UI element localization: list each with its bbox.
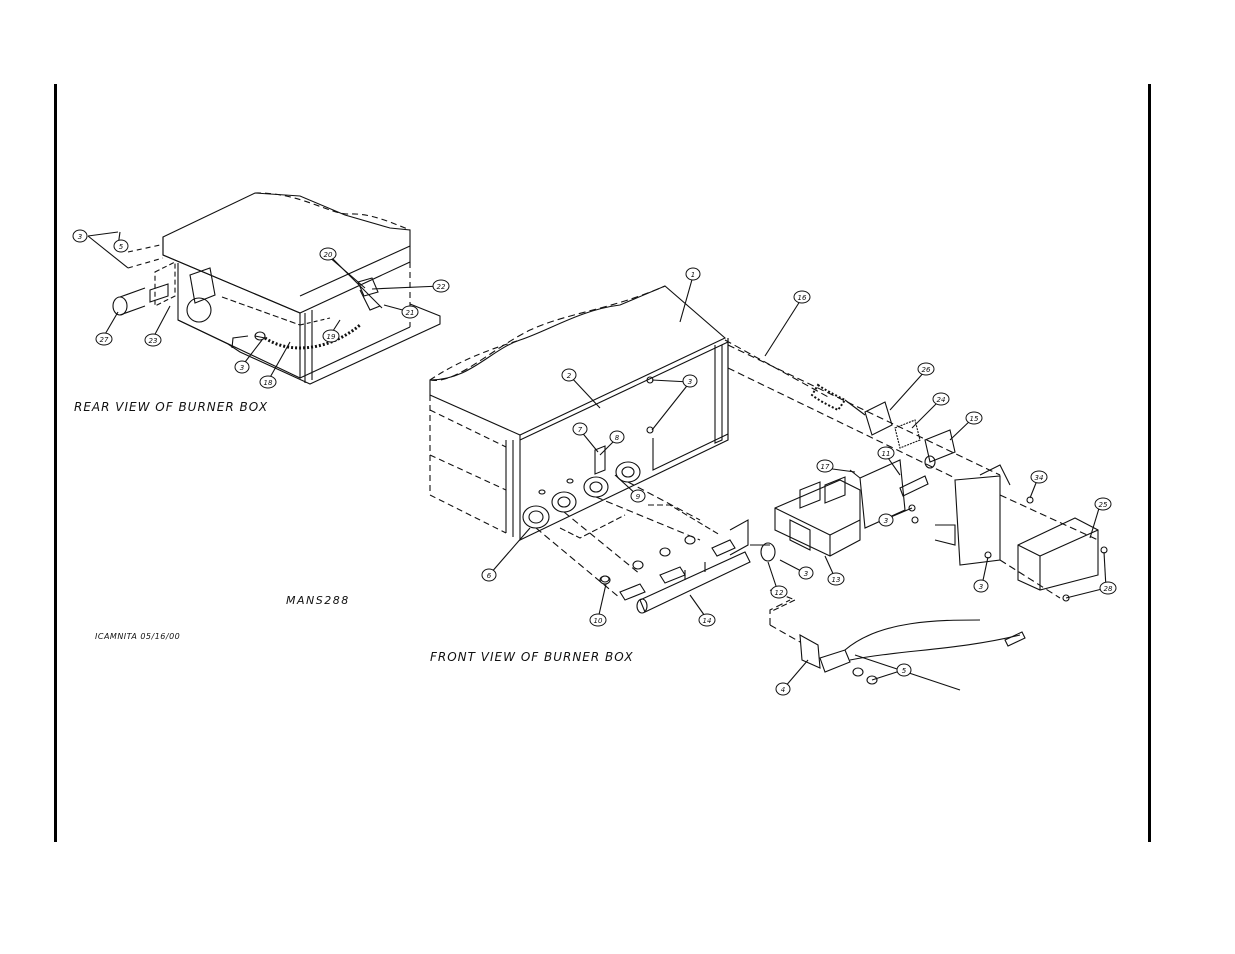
callout-bubble: 18 bbox=[259, 375, 277, 389]
callout-bubble: 17 bbox=[816, 459, 834, 473]
callout-bubble: 16 bbox=[793, 290, 811, 304]
callout-label: 7 bbox=[578, 426, 583, 434]
callout-label: 19 bbox=[327, 333, 336, 341]
callout-label: 28 bbox=[1104, 585, 1113, 593]
callout-label: 4 bbox=[781, 686, 785, 694]
front-view-assembly bbox=[429, 285, 1108, 691]
callout-label: 6 bbox=[487, 572, 492, 580]
callout-bubble: 24 bbox=[932, 392, 950, 406]
callout-bubble: 20 bbox=[319, 247, 337, 261]
callout-label: 21 bbox=[406, 309, 415, 317]
callout-bubble: 34 bbox=[1030, 470, 1048, 484]
callout-label: 3 bbox=[240, 364, 244, 372]
rear-view-assembly bbox=[112, 192, 441, 385]
callout-bubble: 25 bbox=[1094, 497, 1112, 511]
callout-label: 3 bbox=[688, 378, 692, 386]
callout-label: 25 bbox=[1099, 501, 1108, 509]
right-frame-border bbox=[1148, 84, 1151, 842]
callout-label: 12 bbox=[775, 589, 784, 597]
callout-bubble: 14 bbox=[698, 613, 716, 627]
callout-bubble: 19 bbox=[322, 329, 340, 343]
callout-bubble: 15 bbox=[965, 411, 983, 425]
callout-label: 5 bbox=[902, 667, 907, 675]
callout-label: 3 bbox=[884, 517, 888, 525]
callout-bubble: 1 bbox=[685, 267, 701, 281]
callout-label: 2 bbox=[567, 372, 572, 380]
callout-bubble: 3 bbox=[72, 229, 88, 243]
callout-label: 15 bbox=[970, 415, 979, 423]
callout-bubble: 3 bbox=[234, 360, 250, 374]
drawing-code: MANS288 bbox=[286, 594, 350, 607]
callout-bubble: 7 bbox=[572, 422, 588, 436]
callout-label: 1 bbox=[691, 271, 695, 279]
callout-label: 17 bbox=[821, 463, 830, 471]
callout-label: 22 bbox=[437, 283, 446, 291]
callout-bubble: 13 bbox=[827, 572, 845, 586]
callout-label: 5 bbox=[119, 243, 124, 251]
callout-bubble: 10 bbox=[589, 613, 607, 627]
callout-bubble: 11 bbox=[877, 446, 895, 460]
callout-bubble: 22 bbox=[432, 279, 450, 293]
callout-label: 8 bbox=[615, 434, 620, 442]
callout-bubble: 2 bbox=[561, 368, 577, 382]
callout-label: 10 bbox=[594, 617, 603, 625]
callout-bubble: 8 bbox=[609, 430, 625, 444]
rear-leaders bbox=[87, 231, 442, 382]
callout-label: 26 bbox=[922, 366, 931, 374]
callout-bubble: 9 bbox=[630, 489, 646, 503]
callout-bubble: 12 bbox=[770, 585, 788, 599]
callout-bubble: 21 bbox=[401, 305, 419, 319]
callout-label: 20 bbox=[324, 251, 333, 259]
callout-label: 34 bbox=[1035, 474, 1044, 482]
callout-bubble: 4 bbox=[775, 682, 791, 696]
callout-bubble: 5 bbox=[113, 239, 129, 253]
front-view-caption: FRONT VIEW OF BURNER BOX bbox=[430, 650, 634, 664]
callout-bubble: 27 bbox=[95, 332, 113, 346]
callout-bubble: 23 bbox=[144, 333, 162, 347]
callout-label: 18 bbox=[264, 379, 273, 387]
callout-label: 13 bbox=[832, 576, 841, 584]
callout-bubble: 26 bbox=[917, 362, 935, 376]
callout-bubble: 5 bbox=[896, 663, 912, 677]
callout-label: 3 bbox=[78, 233, 82, 241]
callout-label: 27 bbox=[100, 336, 109, 344]
callout-label: 11 bbox=[882, 450, 891, 458]
author-date: ICAMNITA 05/16/00 bbox=[95, 632, 181, 641]
callout-bubble: 3 bbox=[798, 566, 814, 580]
callout-label: 16 bbox=[798, 294, 807, 302]
left-frame-border bbox=[54, 84, 57, 842]
callout-bubble: 3 bbox=[973, 579, 989, 593]
callout-label: 3 bbox=[804, 570, 808, 578]
callout-label: 9 bbox=[636, 493, 641, 501]
callout-bubble: 3 bbox=[878, 513, 894, 527]
callout-bubble: 28 bbox=[1099, 581, 1117, 595]
front-leaders bbox=[489, 275, 1107, 689]
callout-label: 24 bbox=[937, 396, 946, 404]
callout-label: 14 bbox=[703, 617, 712, 625]
callout-bubble: 3 bbox=[682, 374, 698, 388]
rear-view-caption: REAR VIEW OF BURNER BOX bbox=[74, 400, 269, 414]
callout-label: 3 bbox=[979, 583, 983, 591]
callout-label: 23 bbox=[149, 337, 158, 345]
callout-bubble: 6 bbox=[481, 568, 497, 582]
